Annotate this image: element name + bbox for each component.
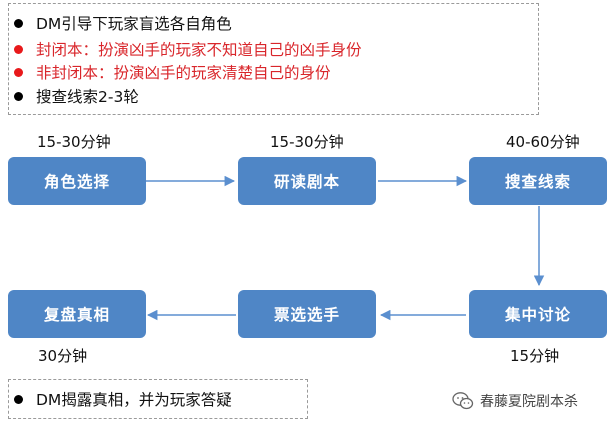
note-item-bottom: DM揭露真相，并为玩家答疑 — [14, 388, 232, 410]
node-group-discuss: 集中讨论 — [469, 290, 607, 338]
note-text: 搜查线索2-3轮 — [36, 88, 139, 106]
node-search-clues: 搜查线索 — [469, 157, 607, 205]
note-text: 封闭本：扮演凶手的玩家不知道自己的凶手身份 — [36, 41, 362, 59]
duration-role-select: 15-30分钟 — [37, 133, 111, 151]
watermark: 春藤夏院剧本杀 — [452, 389, 578, 413]
bullet-dot — [14, 91, 23, 101]
node-review-truth: 复盘真相 — [8, 290, 146, 338]
bullet-dot — [14, 18, 23, 28]
wechat-icon — [452, 392, 474, 410]
node-read-script: 研读剧本 — [238, 157, 376, 205]
note-item-1: DM引导下玩家盲选各自角色 — [14, 12, 232, 34]
bullet-dot — [14, 394, 23, 404]
note-text: DM引导下玩家盲选各自角色 — [36, 15, 232, 33]
bullet-dot — [14, 67, 23, 77]
duration-search-clues: 40-60分钟 — [506, 133, 580, 151]
duration-read-script: 15-30分钟 — [270, 133, 344, 151]
note-item-4: 搜查线索2-3轮 — [14, 85, 139, 107]
note-text: 非封闭本：扮演凶手的玩家清楚自己的身份 — [36, 64, 331, 82]
node-role-select: 角色选择 — [8, 157, 146, 205]
notes-box-bottom — [8, 379, 308, 419]
notes-box-top — [8, 3, 539, 115]
duration-group-discuss: 15分钟 — [510, 347, 560, 365]
watermark-text: 春藤夏院剧本杀 — [480, 394, 578, 410]
node-vote-killer: 票选选手 — [238, 290, 376, 338]
note-item-2: 封闭本：扮演凶手的玩家不知道自己的凶手身份 — [14, 38, 362, 60]
duration-review-truth: 30分钟 — [38, 347, 88, 365]
note-text: DM揭露真相，并为玩家答疑 — [36, 391, 232, 409]
bullet-dot — [14, 44, 23, 54]
note-item-3: 非封闭本：扮演凶手的玩家清楚自己的身份 — [14, 61, 331, 83]
